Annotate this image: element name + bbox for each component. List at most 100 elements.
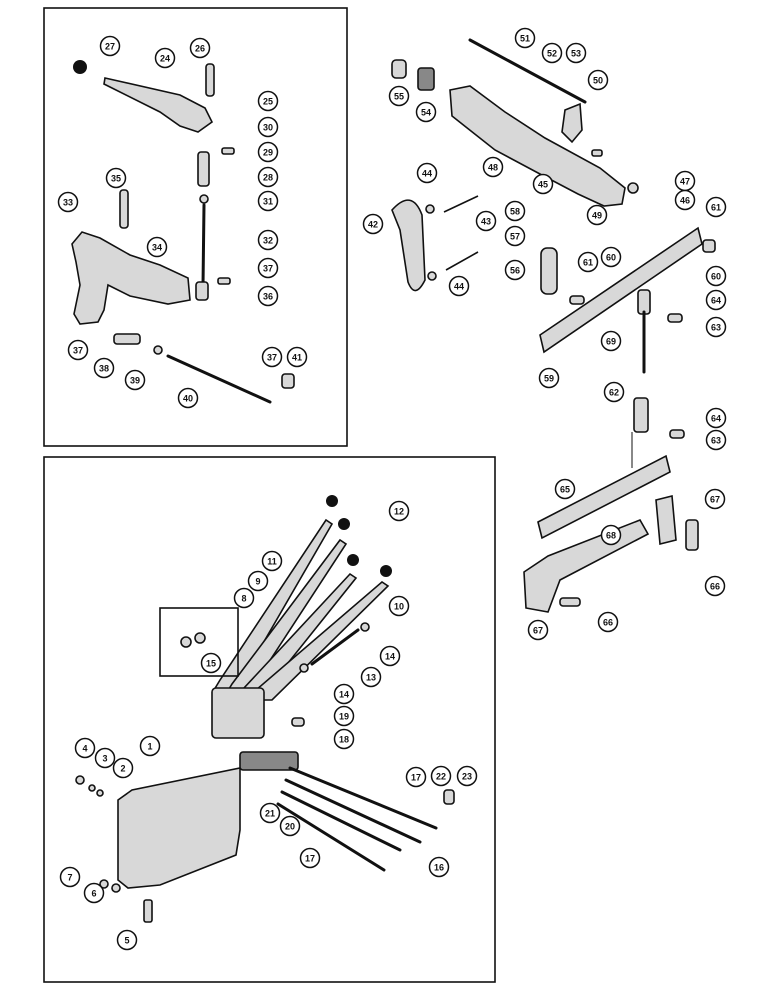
link-56 (540, 247, 558, 295)
pin-50 (591, 149, 603, 157)
callout-7: 7 (59, 866, 81, 888)
callout-16: 16 (428, 856, 450, 878)
callout-label: 21 (265, 809, 275, 819)
callout-circle (261, 550, 283, 572)
callout-circle (257, 229, 279, 251)
callout-label: 48 (488, 163, 498, 173)
callout-circle (600, 330, 622, 352)
callout-circle (257, 90, 279, 112)
callout-label: 34 (152, 243, 162, 253)
callout-circle (705, 407, 727, 429)
callout-label: 9 (255, 577, 260, 587)
washer-14-upper (360, 622, 370, 632)
nut-39 (153, 345, 163, 355)
callout-label: 66 (603, 618, 613, 628)
callout-15: 15 (200, 652, 222, 674)
callout-17: 17 (405, 766, 427, 788)
spring-54 (417, 67, 435, 91)
callout-11: 11 (261, 550, 283, 572)
callout-circle (257, 116, 279, 138)
callout-label: 61 (711, 203, 721, 213)
callout-circle (577, 251, 599, 273)
callout-22: 22 (430, 765, 452, 787)
callout-label: 25 (263, 97, 273, 107)
knob-12-c (347, 554, 359, 566)
callout-circle (257, 141, 279, 163)
callout-44: 44 (416, 162, 438, 184)
shaft-13 (310, 628, 360, 666)
nut-7 (99, 879, 109, 889)
callout-circle (704, 488, 726, 510)
callout-circle (704, 575, 726, 597)
callout-label: 28 (263, 173, 273, 183)
callout-label: 54 (421, 108, 431, 118)
callout-63: 63 (705, 316, 727, 338)
callout-40: 40 (177, 387, 199, 409)
knob-27 (73, 60, 87, 74)
callout-circle (146, 236, 168, 258)
callout-57: 57 (504, 225, 526, 247)
knob-12-b (338, 518, 350, 530)
yoke-62 (633, 397, 649, 433)
callout-circle (177, 387, 199, 409)
knob-12-d (380, 565, 392, 577)
callout-circle (674, 189, 696, 211)
callout-circle (416, 162, 438, 184)
callout-label: 14 (385, 652, 395, 662)
callout-circle (430, 765, 452, 787)
bolt-66-right (685, 519, 699, 551)
callout-label: 10 (394, 602, 404, 612)
callout-65: 65 (554, 478, 576, 500)
callout-circle (257, 166, 279, 188)
callout-64: 64 (705, 289, 727, 311)
callout-circle (532, 173, 554, 195)
callout-circle (333, 728, 355, 750)
callout-label: 13 (366, 673, 376, 683)
callout-circle (257, 257, 279, 279)
callout-label: 37 (73, 346, 83, 356)
callout-label: 16 (434, 863, 444, 873)
callout-21: 21 (259, 802, 281, 824)
callout-circle (456, 765, 478, 787)
callout-circle (83, 882, 105, 904)
bolt-66-left (559, 597, 581, 607)
callout-25: 25 (257, 90, 279, 112)
callout-circle (586, 204, 608, 226)
callout-54: 54 (415, 101, 437, 123)
callout-circle (554, 478, 576, 500)
callout-59: 59 (538, 367, 560, 389)
callout-circle (388, 500, 410, 522)
callout-60: 60 (705, 265, 727, 287)
callout-label: 46 (680, 196, 690, 206)
callout-circle (388, 595, 410, 617)
callout-37: 37 (261, 346, 283, 368)
callout-label: 17 (305, 854, 315, 864)
callout-label: 64 (711, 414, 721, 424)
callout-6: 6 (83, 882, 105, 904)
pin-63-lower (669, 429, 685, 439)
callout-label: 58 (510, 207, 520, 217)
callout-circle (333, 705, 355, 727)
part-15-a (180, 636, 192, 648)
link-17-b (284, 778, 422, 844)
callout-48: 48 (482, 156, 504, 178)
callout-34: 34 (146, 236, 168, 258)
inset-box-15 (159, 607, 239, 677)
callout-20: 20 (279, 815, 301, 837)
washer-46 (627, 182, 639, 194)
callout-66: 66 (597, 611, 619, 633)
callout-14: 14 (333, 683, 355, 705)
callout-circle (482, 156, 504, 178)
link-17-d (276, 802, 386, 872)
callout-49: 49 (586, 204, 608, 226)
callout-label: 22 (436, 772, 446, 782)
callout-label: 60 (711, 272, 721, 282)
callout-label: 60 (606, 253, 616, 263)
callout-41: 41 (286, 346, 308, 368)
callout-label: 11 (267, 557, 277, 567)
callout-label: 68 (606, 531, 616, 541)
callout-label: 38 (99, 364, 109, 374)
callout-14: 14 (379, 645, 401, 667)
pin-25 (205, 63, 215, 97)
callout-circle (257, 285, 279, 307)
